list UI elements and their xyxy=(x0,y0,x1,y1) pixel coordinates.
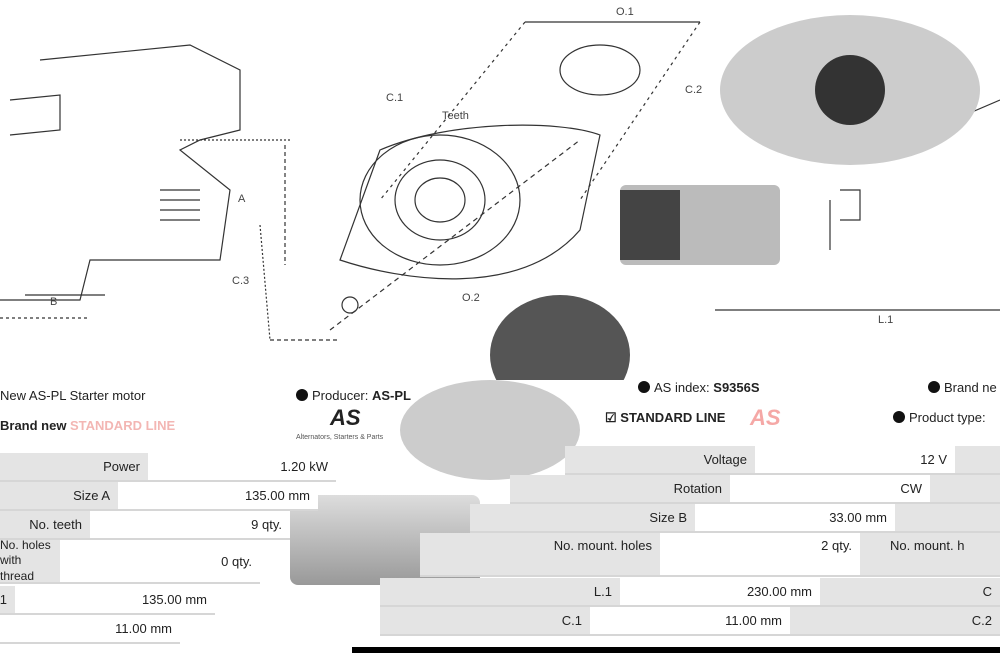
standard-line-faded: STANDARD LINE xyxy=(70,418,176,433)
as-index-info: AS index: S9356S xyxy=(638,380,760,395)
dim-label-a: A xyxy=(238,193,246,205)
info-icon xyxy=(928,381,940,393)
as-logo: AS xyxy=(330,405,361,430)
product-photo-front xyxy=(490,295,630,380)
dim-label-o2: O.2 xyxy=(462,292,480,304)
technical-drawing xyxy=(0,15,1000,380)
product-photo-flange xyxy=(400,380,580,480)
bottom-bar xyxy=(352,647,1000,653)
dim-label-b: B xyxy=(50,296,58,308)
brand-new-right: Brand ne xyxy=(928,380,997,395)
info-icon xyxy=(296,389,308,401)
dim-label-c1: C.1 xyxy=(386,92,404,104)
brand-new-left: Brand new xyxy=(0,418,67,433)
logo-tagline: Alternators, Starters & Parts xyxy=(296,434,384,441)
product-title: New AS-PL Starter motor xyxy=(0,388,146,403)
as-logo-faded: AS xyxy=(750,405,781,430)
info-icon xyxy=(893,411,905,423)
table-row: 11.00 mm xyxy=(0,615,180,644)
dim-label-o1: O.1 xyxy=(616,6,634,18)
standard-line-badge: ☑ STANDARD LINE xyxy=(605,410,726,425)
dim-label-l1: L.1 xyxy=(878,314,894,326)
dim-label-teeth: Teeth xyxy=(442,110,469,122)
tag-icon xyxy=(638,381,650,393)
check-icon: ☑ xyxy=(605,410,621,425)
dim-label-c2: C.2 xyxy=(685,84,703,96)
dim-label-c3: C.3 xyxy=(232,275,250,287)
product-type-info: Product type: xyxy=(893,410,986,425)
producer-info: Producer: AS-PL xyxy=(296,388,411,403)
